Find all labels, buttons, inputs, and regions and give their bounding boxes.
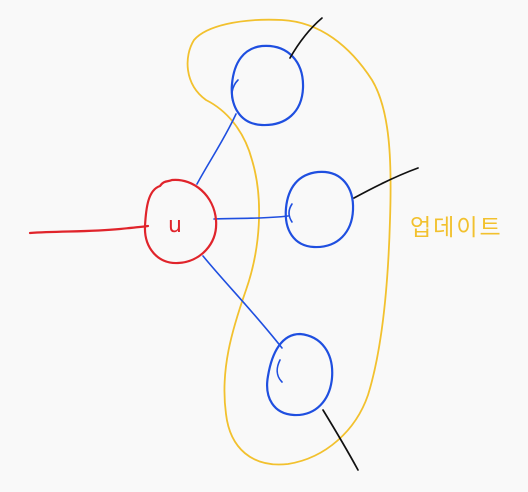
child-node-bottom[interactable] — [266, 332, 334, 417]
center-node[interactable]: u — [143, 178, 218, 265]
external-edge-top — [289, 17, 323, 59]
edge-center-to-top-child — [196, 113, 237, 185]
update-region-outline — [186, 18, 392, 466]
external-edge-mid — [353, 167, 419, 199]
child-node-bottom-circle — [266, 332, 334, 417]
external-edge-left — [28, 224, 150, 235]
child-node-bottom-mark — [276, 359, 283, 383]
child-node-mid-circle — [284, 170, 355, 249]
center-node-circle — [143, 178, 218, 265]
child-node-top[interactable] — [230, 44, 305, 127]
child-node-mid[interactable] — [284, 170, 355, 249]
external-edge-bottom — [322, 409, 359, 471]
edge-center-to-mid-child — [213, 215, 289, 220]
update-annotation-label: 업데이트 — [410, 215, 503, 241]
child-node-top-circle — [230, 44, 305, 127]
child-node-mid-mark — [288, 203, 293, 223]
edge-center-to-bottom-child — [202, 255, 283, 349]
center-node-label: u — [168, 213, 182, 238]
child-node-top-mark — [231, 79, 239, 105]
